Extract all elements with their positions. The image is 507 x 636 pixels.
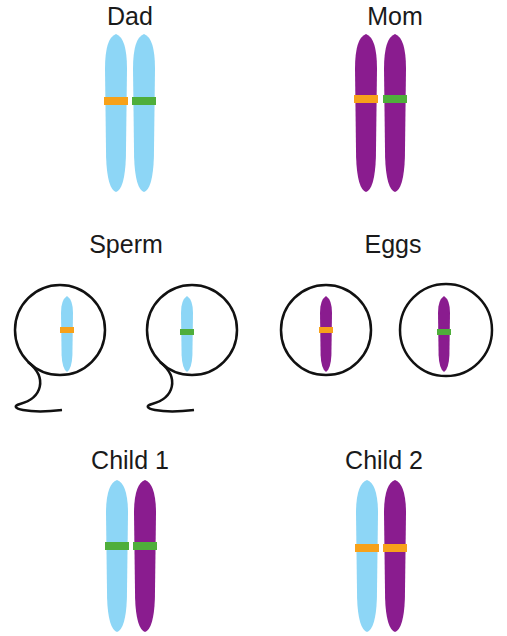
chromosome	[60, 296, 74, 372]
chromosome-body	[384, 480, 406, 632]
group-label: Eggs	[365, 230, 422, 258]
gene-band	[355, 544, 379, 552]
gene-band	[319, 327, 333, 333]
chromosome-body	[134, 480, 156, 632]
gene-band	[104, 97, 128, 105]
group-label: Child 2	[345, 446, 423, 474]
chromosome-body	[106, 480, 128, 632]
chromosome	[355, 480, 379, 632]
group-label: Child 1	[91, 446, 169, 474]
gene-band	[383, 544, 407, 552]
chromosome-body	[384, 34, 406, 192]
chromosome	[437, 296, 451, 372]
gene-band	[180, 329, 194, 335]
chromosome	[354, 34, 378, 192]
gene-band	[132, 97, 156, 105]
chromosome-body	[355, 34, 377, 192]
chromosome	[319, 296, 333, 372]
gene-band	[60, 327, 74, 333]
chromosome-body	[181, 296, 193, 372]
chromosome-body	[133, 34, 155, 192]
chromosome	[383, 480, 407, 632]
sperm-tail	[16, 362, 62, 411]
chromosome-body	[61, 296, 73, 372]
gamete-cells	[15, 284, 492, 411]
egg-cell	[400, 284, 492, 376]
gene-band	[354, 95, 378, 103]
chromosome	[180, 296, 194, 372]
group-label: Mom	[367, 2, 423, 30]
chromosome	[104, 34, 128, 192]
chromosomes	[60, 34, 451, 632]
chromosome	[105, 480, 129, 632]
egg-cell	[281, 285, 371, 375]
gene-band	[133, 542, 157, 550]
chromosome-body	[356, 480, 378, 632]
gene-band	[383, 95, 407, 103]
chromosome-body	[105, 34, 127, 192]
chromosome-body	[438, 296, 450, 372]
gene-band	[437, 329, 451, 335]
chromosome	[133, 480, 157, 632]
group-label: Dad	[107, 2, 153, 30]
gene-band	[105, 542, 129, 550]
chromosome	[383, 34, 407, 192]
chromosome	[132, 34, 156, 192]
group-label: Sperm	[89, 230, 163, 258]
chromosome-body	[320, 296, 332, 372]
